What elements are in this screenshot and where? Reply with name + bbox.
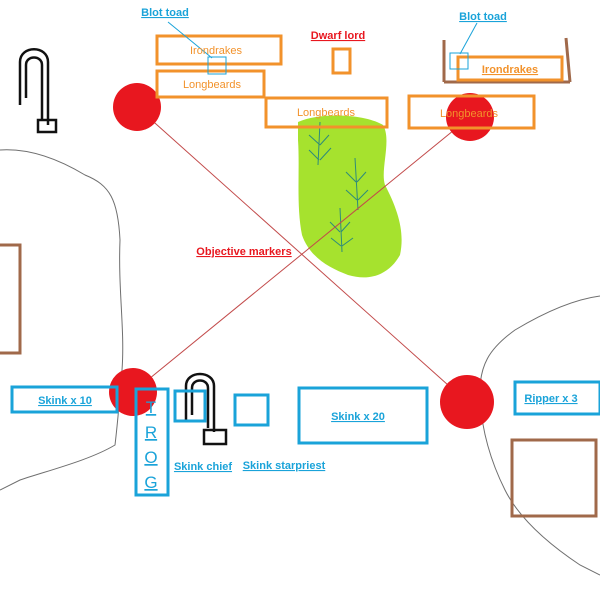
skink-x20-label: Skink x 20 (331, 411, 385, 423)
longbeards-mid-label: Longbeards (297, 107, 356, 119)
ruin-icon (184, 372, 228, 446)
irondrakes-left-label: Irondrakes (190, 45, 242, 57)
skink-chief-label: Skink chief (174, 461, 232, 473)
tree-icon (308, 121, 332, 166)
objective-marker-icon (440, 375, 494, 429)
trog-letter: O (144, 448, 157, 467)
dwarf-lord-label: Dwarf lord (311, 30, 365, 42)
skink-starpriest-label: Skink starpriest (243, 460, 326, 472)
objective-line-2 (132, 116, 471, 393)
ripper-x3-unit (513, 380, 600, 416)
blot-toad-right-label: Blot toad (459, 11, 507, 23)
blot-toad-left-label: Blot toad (141, 7, 189, 19)
building-left (0, 243, 22, 355)
trog-letter: R (145, 423, 157, 442)
terrain-outline-left (0, 149, 124, 491)
blot-toad-left-unit (207, 56, 227, 75)
tree-icon (345, 157, 369, 211)
objective-marker-icon (109, 368, 157, 416)
building-bottom-right (510, 438, 598, 518)
longbeards-right-label: Longbeards (440, 108, 499, 120)
longbeards-mid-unit (264, 96, 389, 129)
ruin-icon (18, 48, 58, 134)
dwarf-lord-unit (331, 47, 352, 75)
longbeards-left-label: Longbeards (183, 79, 242, 91)
skink-x10-label: Skink x 10 (38, 395, 92, 407)
blot-toad-right-pointer (459, 22, 478, 55)
building-top-right (442, 37, 572, 84)
trog-unit (134, 387, 170, 497)
irondrakes-right-label: Irondrakes (482, 64, 538, 76)
skink-x20-unit (297, 386, 429, 445)
objective-marker-icon (113, 83, 161, 131)
trog-letter: T (146, 398, 156, 417)
longbeards-right-unit (407, 94, 536, 130)
longbeards-left-unit (155, 69, 266, 99)
ripper-x3-label: Ripper x 3 (524, 393, 577, 405)
blot-toad-right-unit (449, 52, 469, 70)
objective-markers-label: Objective markers (196, 246, 291, 258)
skink-x10-unit (10, 385, 119, 414)
irondrakes-left-unit (155, 34, 283, 66)
skink-starpriest-unit (233, 393, 270, 427)
terrain-outline-right (479, 295, 600, 576)
blot-toad-left-pointer (167, 21, 213, 59)
trog-letter: G (144, 473, 157, 492)
skink-chief-unit (173, 389, 207, 423)
